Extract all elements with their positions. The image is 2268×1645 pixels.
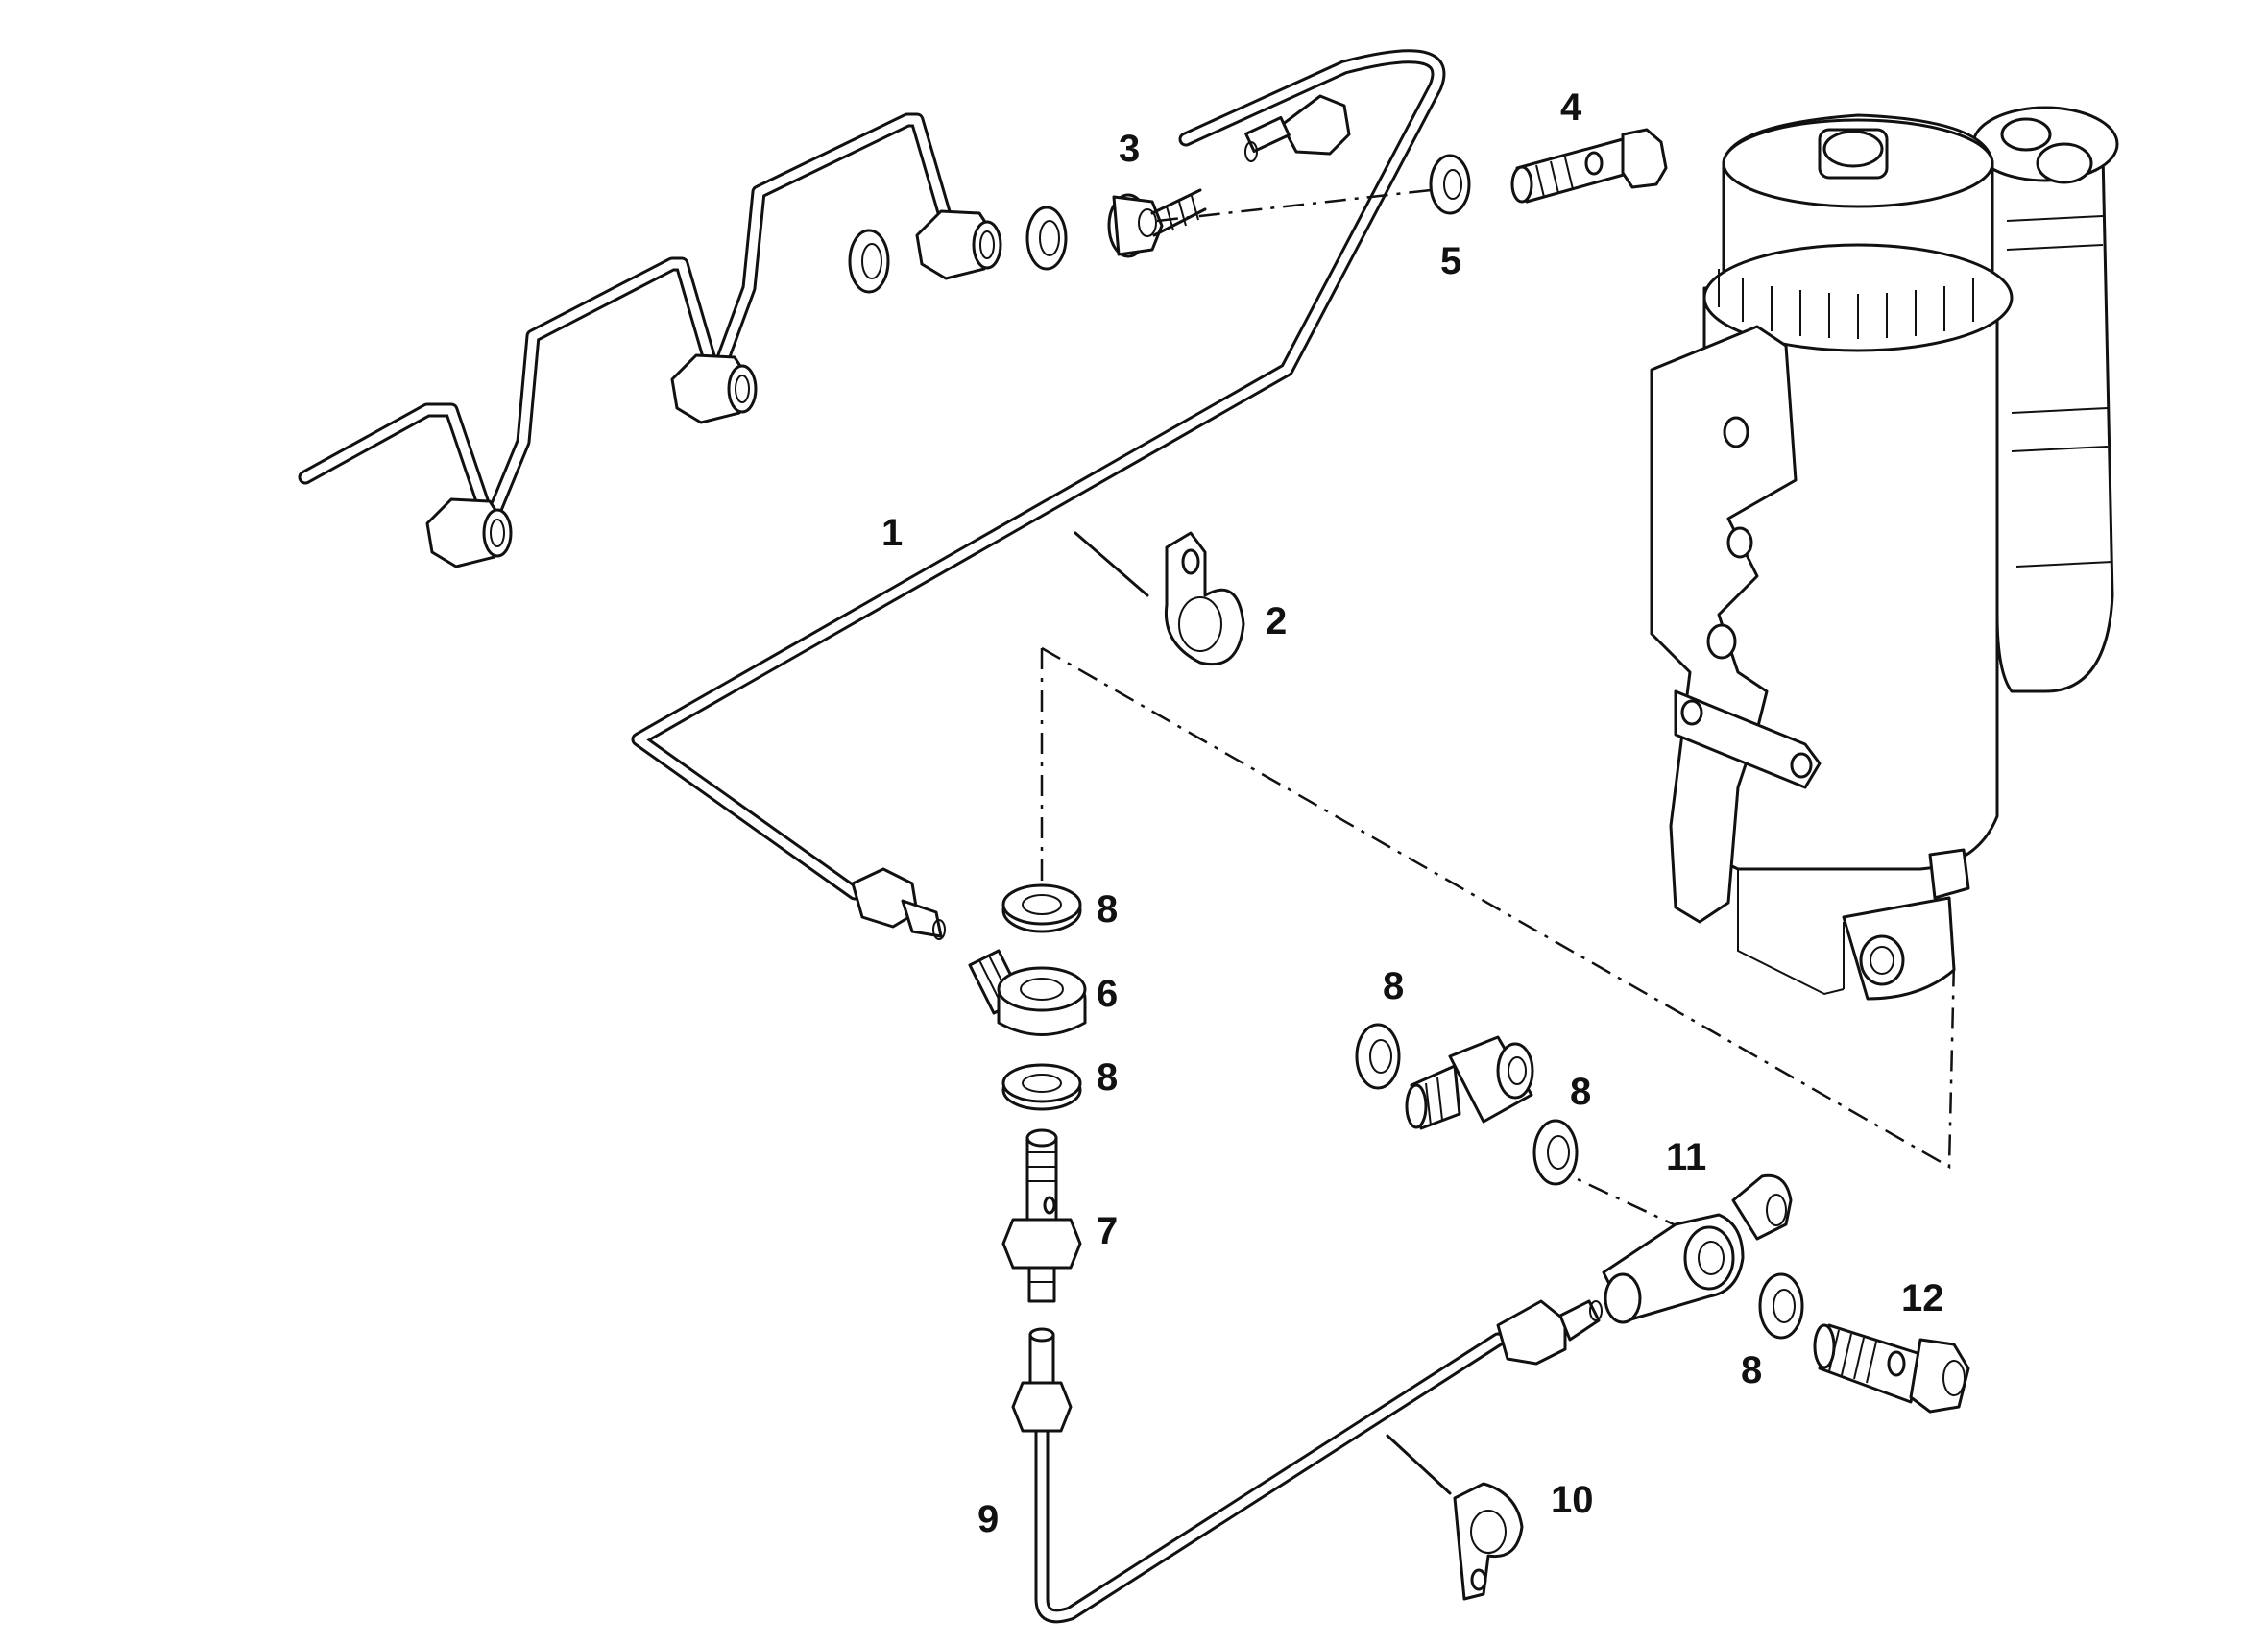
hollow-screw-7: [1001, 1128, 1082, 1303]
callout-10: 10: [1551, 1479, 1594, 1521]
banjo-fitting-3: [1107, 188, 1207, 258]
fuel-line-9: [1011, 1299, 1603, 1624]
fuel-filter-housing: [1650, 106, 2119, 1001]
callout-5: 5: [1440, 240, 1461, 282]
union-nut-fuel-line: [851, 867, 946, 940]
seal-washer-line: [1025, 206, 1068, 271]
callout-3: 3: [1119, 128, 1140, 170]
callout-8-e: 8: [1741, 1349, 1762, 1391]
callout-8-d: 8: [1570, 1071, 1591, 1113]
callout-8-a: 8: [1097, 888, 1118, 931]
injection-line-nut-2: [670, 353, 758, 424]
assembly-line-3-5: [1156, 188, 1432, 223]
washer-8-lower: [1001, 1063, 1082, 1111]
callout-12: 12: [1901, 1277, 1944, 1319]
injection-line-nut-1: [425, 497, 513, 568]
callout-2: 2: [1266, 600, 1287, 642]
washer-8-adapter: [1355, 1023, 1401, 1090]
hollow-bolt-4: [1510, 128, 1668, 204]
callout-1: 1: [881, 512, 903, 554]
washer-8-upper: [1001, 883, 1082, 933]
callout-labels: 1 2 3 4 5 6 7 8 8 8 8 8 9 10 11 12: [881, 86, 1944, 1540]
assembly-line-filter: [1041, 646, 1956, 1170]
injection-line-nut-3: [915, 209, 1002, 280]
seal-washer-injector: [848, 229, 890, 294]
callout-11: 11: [1666, 1136, 1706, 1178]
callout-4: 4: [1560, 86, 1582, 129]
callout-9: 9: [977, 1498, 999, 1540]
banjo-fitting-11: [1602, 1173, 1793, 1324]
callout-8-c: 8: [1383, 965, 1404, 1007]
hollow-bolt-12: [1813, 1323, 1970, 1414]
pipe-clamp-10: [1386, 1434, 1524, 1601]
banjo-fitting-6: [968, 949, 1087, 1036]
pipe-clamp-2: [1074, 531, 1245, 666]
callout-7: 7: [1097, 1210, 1118, 1252]
washer-8-banjo: [1758, 1272, 1804, 1340]
threaded-adapter: [1405, 1035, 1534, 1130]
washer-5: [1429, 154, 1471, 215]
callout-6: 6: [1097, 973, 1118, 1015]
injection-lines: [298, 112, 958, 531]
washer-8-mid: [1532, 1119, 1579, 1186]
callout-8-b: 8: [1097, 1056, 1118, 1099]
fuel-line-1: [631, 49, 1446, 901]
